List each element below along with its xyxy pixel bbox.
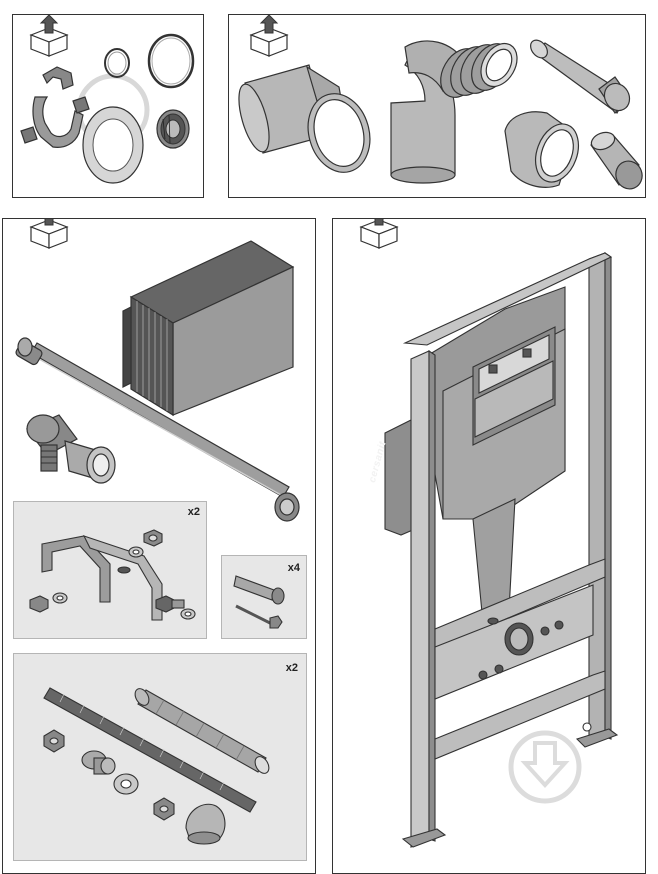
spacer: [81, 750, 116, 775]
quantity-label: x2: [285, 662, 298, 674]
box-arrow-up-icon: [359, 219, 399, 249]
hex-nut: [43, 729, 65, 753]
threaded-rod: [43, 687, 257, 813]
hex-nut: [143, 529, 163, 547]
connection-plate: [434, 584, 594, 700]
insulation-block: [122, 240, 295, 417]
large-o-ring: [147, 33, 195, 89]
bolt: [29, 592, 68, 613]
adapter-seals-illustration: [20, 33, 195, 184]
washer: [113, 773, 139, 795]
kit-panel-supply-and-fixings: x2: [2, 218, 316, 874]
frame-illustration: [384, 251, 619, 848]
kit-panel-adapter-seals: [12, 14, 204, 198]
corrugated-sleeve: [134, 688, 270, 774]
supply-illustration: [15, 240, 300, 522]
rods-illustration: [43, 687, 270, 845]
fixings-brackets-panel: x2: [13, 501, 207, 639]
fixings-anchors-panel: x4: [221, 555, 307, 639]
box-arrow-up-icon: [29, 15, 69, 57]
elbow-bend: [390, 40, 518, 184]
washer: [128, 546, 144, 558]
end-cap: [185, 803, 226, 845]
clamp-bracket: [20, 66, 90, 148]
hex-nut: [153, 797, 175, 821]
brackets-illustration: [29, 529, 196, 621]
small-cap: [590, 131, 643, 190]
cistern: [384, 286, 566, 624]
wall-plug: [233, 575, 285, 605]
screw: [235, 604, 283, 629]
box-arrow-up-icon: [249, 15, 289, 57]
threaded-nut: [156, 109, 190, 149]
bolt-with-nut: [155, 595, 196, 620]
anchors-illustration: [233, 575, 285, 629]
box-arrow-up-icon: [29, 219, 69, 249]
mounting-bracket: [41, 535, 163, 621]
quantity-label: x4: [287, 562, 300, 574]
fixings-rods-panel: x2: [13, 653, 307, 861]
short-coupling: [504, 111, 580, 188]
angle-valve: [26, 414, 116, 484]
quantity-label: x2: [187, 506, 200, 518]
pipe-with-socket: [238, 64, 371, 173]
straight-pipe: [530, 39, 631, 114]
drain-pipes-illustration: [238, 39, 643, 190]
kit-panel-frame: cersanit: [332, 218, 646, 874]
download-arrow-icon: [508, 730, 582, 804]
kit-panel-drain-pipes: [228, 14, 646, 198]
small-o-ring: [104, 48, 130, 78]
supply-hose: [15, 337, 300, 522]
